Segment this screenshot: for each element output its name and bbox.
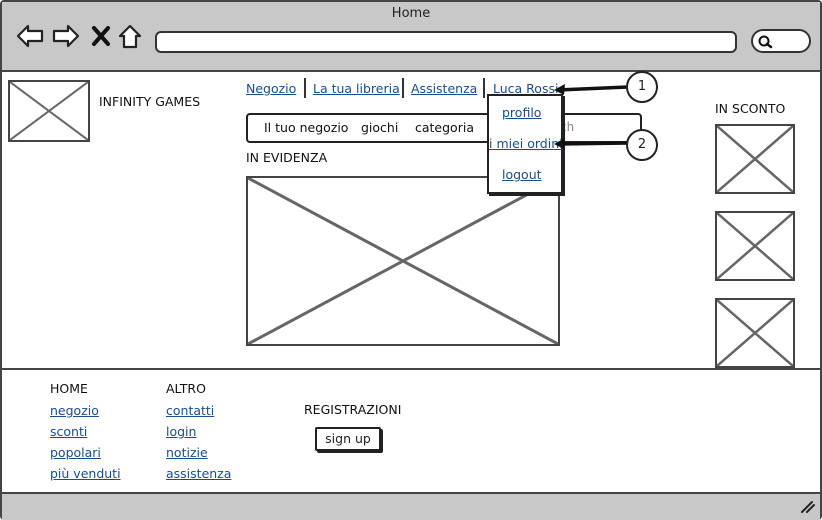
nav-divider <box>304 78 306 98</box>
nav-divider <box>483 78 485 98</box>
footer-link-login[interactable]: login <box>166 424 197 439</box>
footer-link-assistenza[interactable]: assistenza <box>166 466 232 481</box>
sign-up-button[interactable]: sign up <box>315 427 381 451</box>
footer-home-heading: HOME <box>50 381 88 396</box>
search-icon <box>758 35 773 49</box>
category-tabbar <box>246 113 642 143</box>
back-arrow-icon[interactable] <box>16 22 44 50</box>
tab-giochi[interactable]: giochi <box>361 120 399 135</box>
status-bar <box>2 492 820 520</box>
resize-grip-icon[interactable] <box>798 498 816 514</box>
site-name: INFINITY GAMES <box>99 94 201 109</box>
home-icon[interactable] <box>117 23 143 49</box>
window-title: Home <box>391 6 431 21</box>
forward-arrow-icon[interactable] <box>52 22 80 50</box>
footer-divider <box>2 368 820 370</box>
discount-heading: IN SCONTO <box>715 101 786 116</box>
footer-link-contatti[interactable]: contatti <box>166 403 215 418</box>
nav-divider <box>402 78 404 98</box>
footer-link-notizie[interactable]: notizie <box>166 445 208 460</box>
nav-libreria[interactable]: La tua libreria <box>313 81 400 96</box>
nav-user-account[interactable]: Luca Rossi <box>493 81 559 96</box>
featured-heading: IN EVIDENZA <box>246 150 328 165</box>
footer-link-popolari[interactable]: popolari <box>50 445 101 460</box>
menu-item-profilo[interactable]: profilo <box>502 105 542 120</box>
callout-arrows <box>554 84 629 149</box>
discount-item-image[interactable] <box>715 211 795 281</box>
registration-heading: REGISTRAZIONI <box>304 402 402 417</box>
address-bar[interactable] <box>155 31 737 53</box>
nav-assistenza[interactable]: Assistenza <box>411 81 478 96</box>
footer-altro-heading: ALTRO <box>166 381 206 396</box>
stop-icon[interactable] <box>91 25 111 47</box>
nav-negozio[interactable]: Negozio <box>246 81 297 96</box>
search-field-partial[interactable]: ch <box>560 120 575 134</box>
tab-tuo-negozio[interactable]: Il tuo negozio <box>264 120 349 135</box>
featured-image[interactable] <box>246 176 560 346</box>
logo-image <box>8 80 90 142</box>
footer-link-negozio[interactable]: negozio <box>50 403 99 418</box>
discount-item-image[interactable] <box>715 298 795 368</box>
menu-item-logout[interactable]: logout <box>502 167 542 182</box>
tab-categoria[interactable]: categoria <box>415 120 474 135</box>
footer-link-sconti[interactable]: sconti <box>50 424 88 439</box>
footer-link-piu-venduti[interactable]: più venduti <box>50 466 121 481</box>
callout-marker-1: 1 <box>626 71 658 103</box>
menu-item-miei-ordini[interactable]: i miei ordini <box>489 136 563 151</box>
browser-search[interactable] <box>751 29 811 53</box>
discount-item-image[interactable] <box>715 124 795 194</box>
callout-marker-2: 2 <box>626 129 658 161</box>
